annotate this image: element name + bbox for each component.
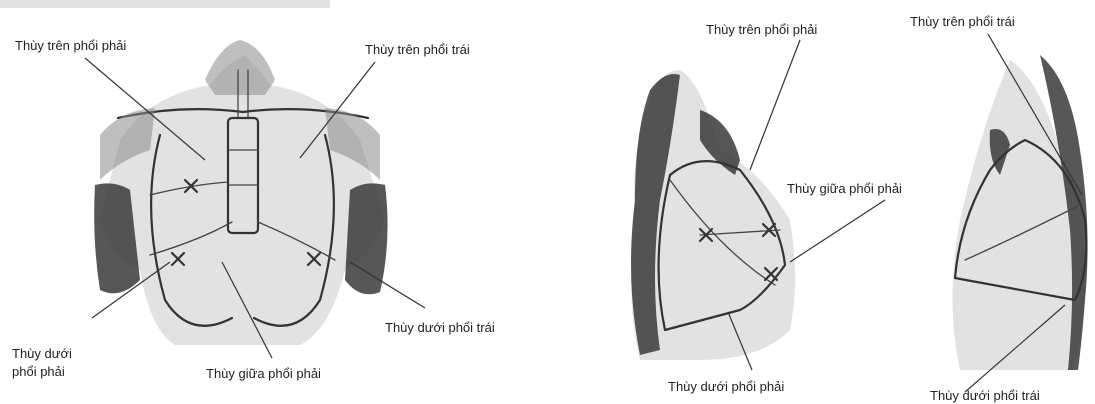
label-lateral-left-upper-lobe: Thùy trên phổi trái xyxy=(910,14,1015,29)
left-lateral-body xyxy=(953,55,1088,370)
label-front-right-lower-lobe-line2: phổi phải xyxy=(12,364,65,379)
label-lateral-right-lower-lobe: Thùy dưới phổi phải xyxy=(668,379,784,394)
scan-artifact xyxy=(0,0,330,8)
label-lateral-right-middle-lobe: Thùy giữa phổi phải xyxy=(787,181,902,196)
right-lateral-view: Thùy trên phổi phải Thùy giữa phổi phải … xyxy=(631,22,902,394)
label-front-right-lower-lobe-line1: Thùy dưới xyxy=(12,346,72,361)
label-lateral-left-lower-lobe: Thùy dưới phổi trái xyxy=(930,388,1040,403)
label-front-right-middle-lobe: Thùy giữa phổi phải xyxy=(206,366,321,381)
right-lateral-body xyxy=(631,70,795,360)
label-lateral-right-upper-lobe: Thùy trên phổi phải xyxy=(706,22,817,37)
label-front-left-upper-lobe: Thùy trên phổi trái xyxy=(365,42,470,57)
label-front-left-lower-lobe: Thùy dưới phổi trái xyxy=(385,320,495,335)
label-front-right-upper-lobe: Thùy trên phổi phải xyxy=(15,38,126,53)
left-lateral-view: Thùy trên phổi trái Thùy dưới phổi trái xyxy=(910,14,1088,403)
front-view: Thùy trên phổi phải Thùy trên phổi trái … xyxy=(12,38,495,381)
